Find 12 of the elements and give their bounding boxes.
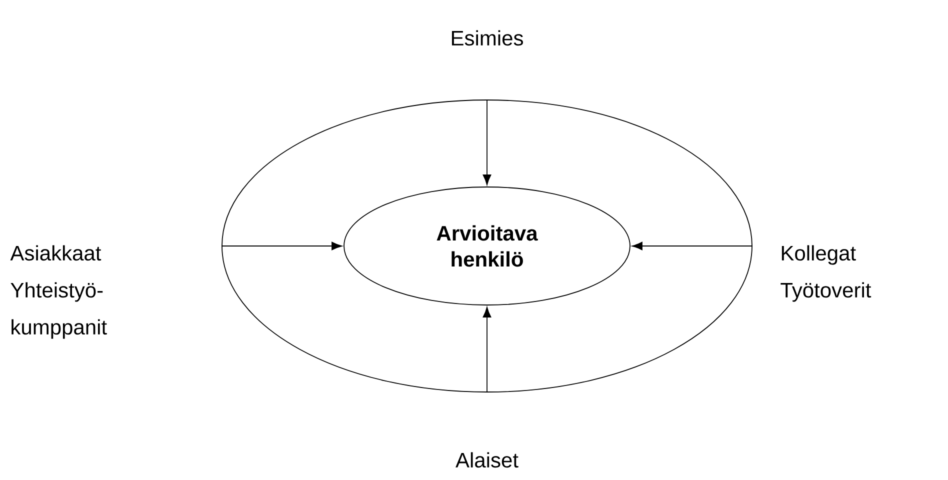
arrow xyxy=(482,99,492,186)
ellipse-shape xyxy=(222,100,752,392)
label: Asiakkaat xyxy=(10,245,102,261)
label: Työtoverit xyxy=(780,282,872,302)
arrow xyxy=(221,242,342,250)
label: Kollegat xyxy=(782,245,856,265)
label: Esimies xyxy=(452,30,523,46)
ellipse-node: Arvioitava henkilö xyxy=(344,186,630,306)
label: Yhteistyö-kumppanit xyxy=(10,282,107,339)
arrow xyxy=(632,242,753,250)
label: Alaiset xyxy=(456,452,518,468)
arrow xyxy=(482,306,492,393)
